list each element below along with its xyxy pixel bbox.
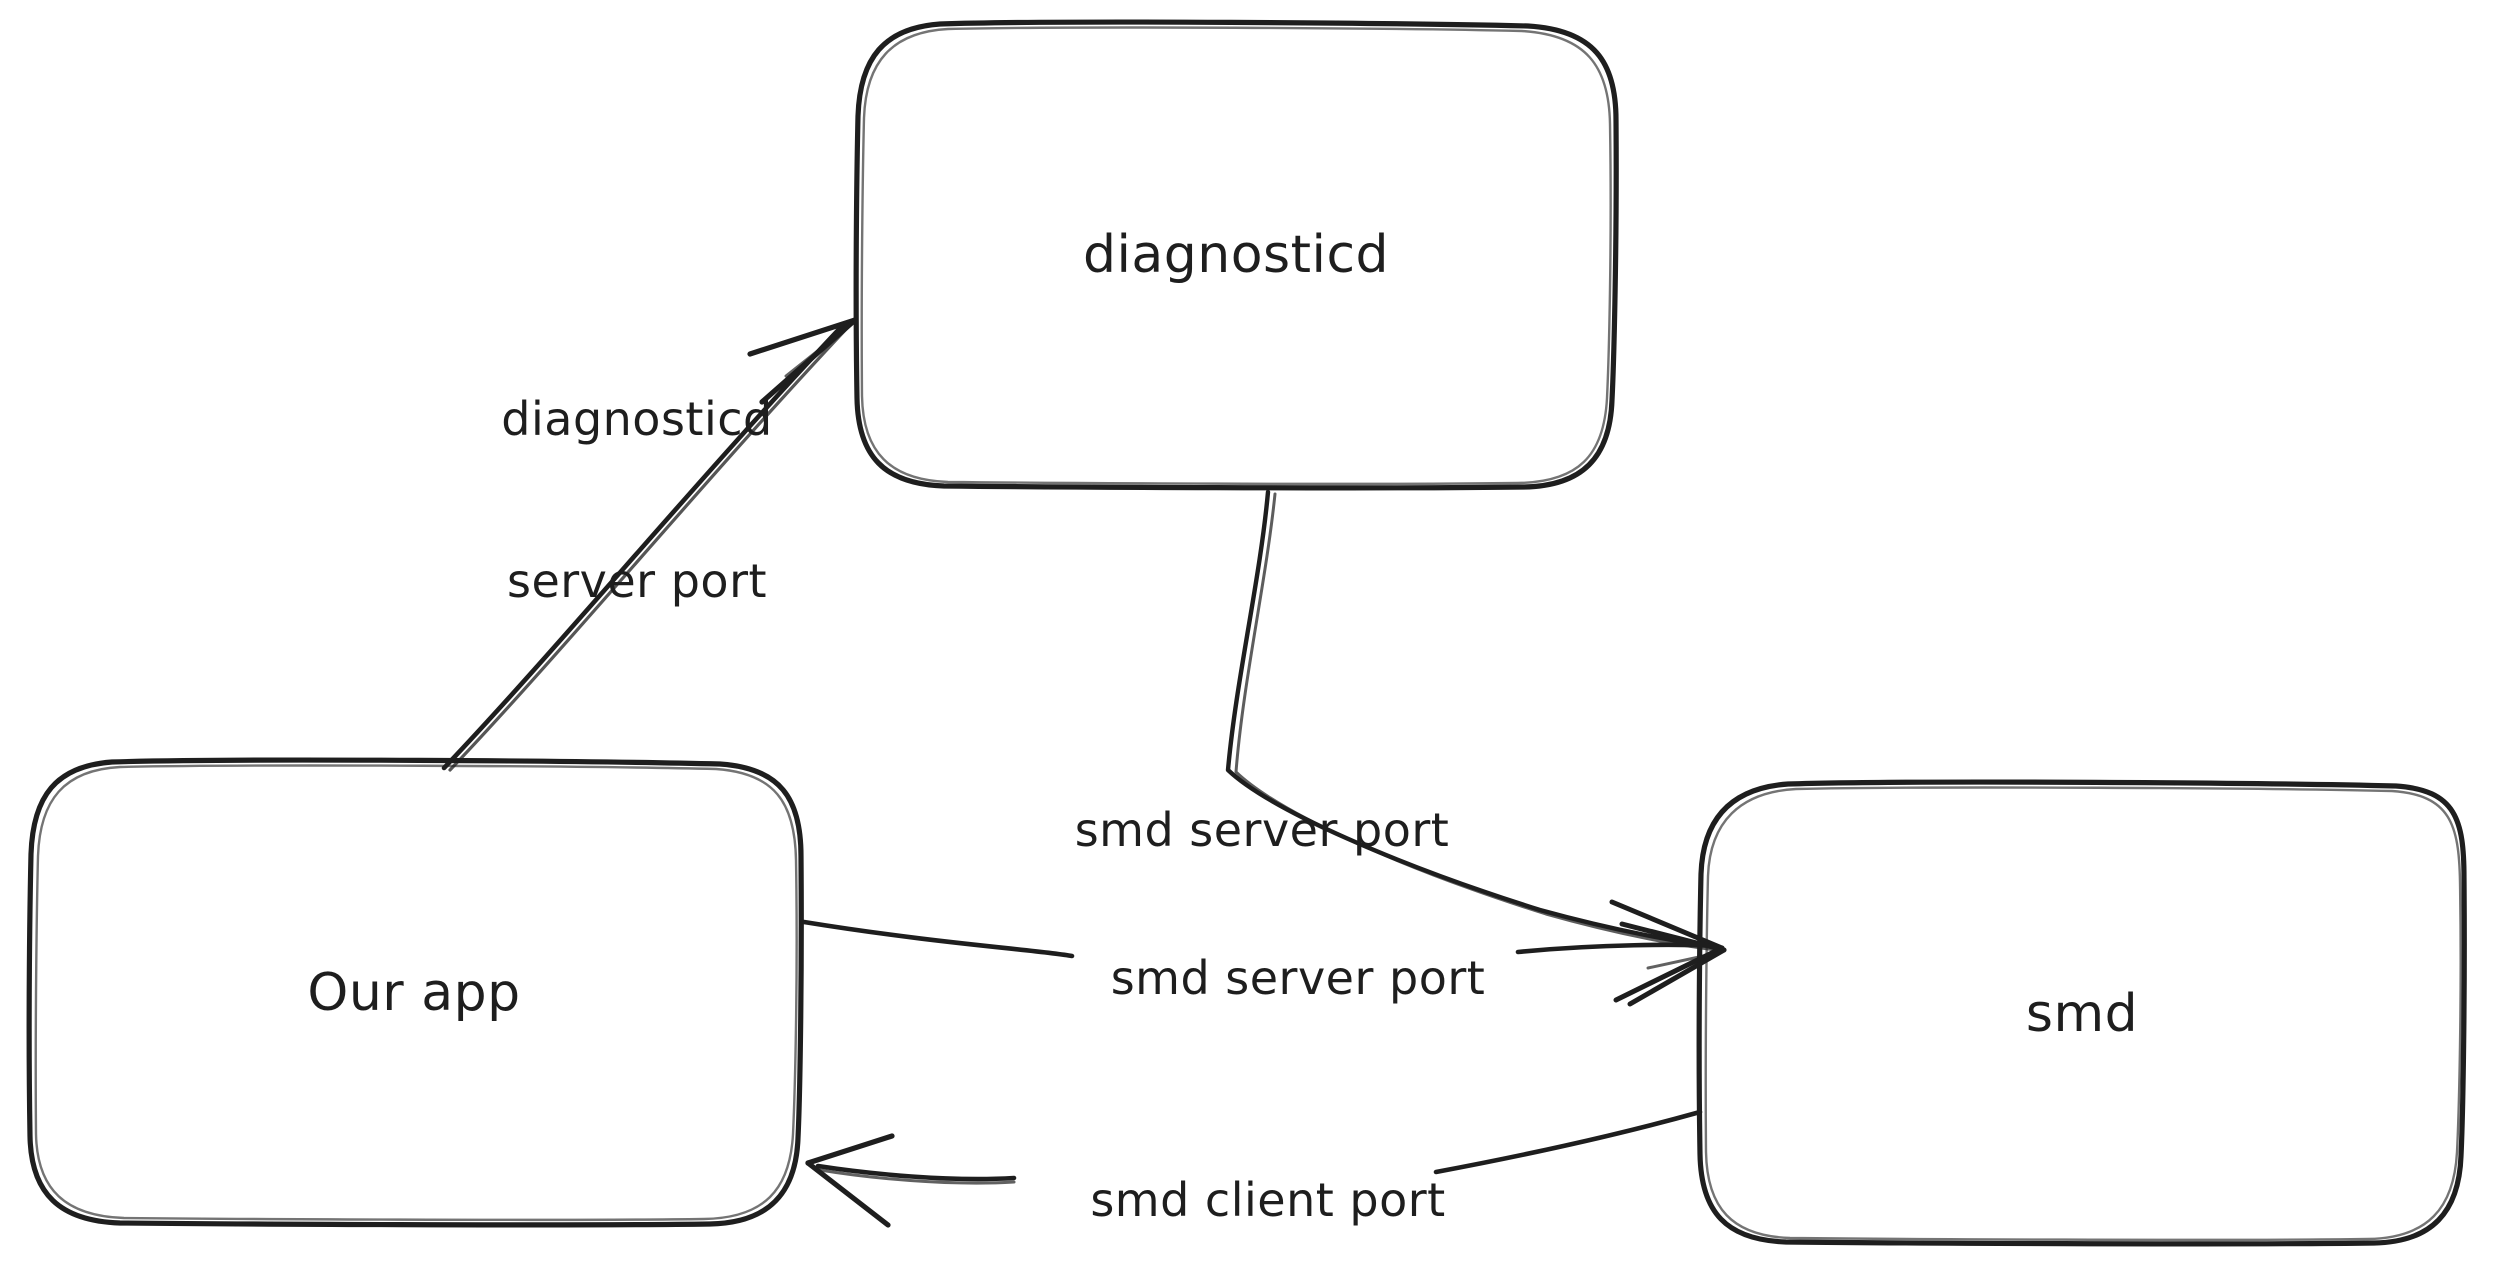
edge-diagnosticd-to-smd[interactable] — [1225, 489, 1725, 1003]
node-shape-smd[interactable] — [1696, 779, 2467, 1247]
edge-our-app-to-diagnosticd[interactable] — [441, 317, 858, 772]
node-shape-our-app[interactable] — [26, 757, 804, 1228]
edge-our-app-to-smd[interactable] — [801, 919, 1727, 1007]
edge-smd-to-our-app[interactable] — [805, 1109, 1703, 1228]
node-shape-diagnosticd[interactable] — [853, 19, 1619, 491]
